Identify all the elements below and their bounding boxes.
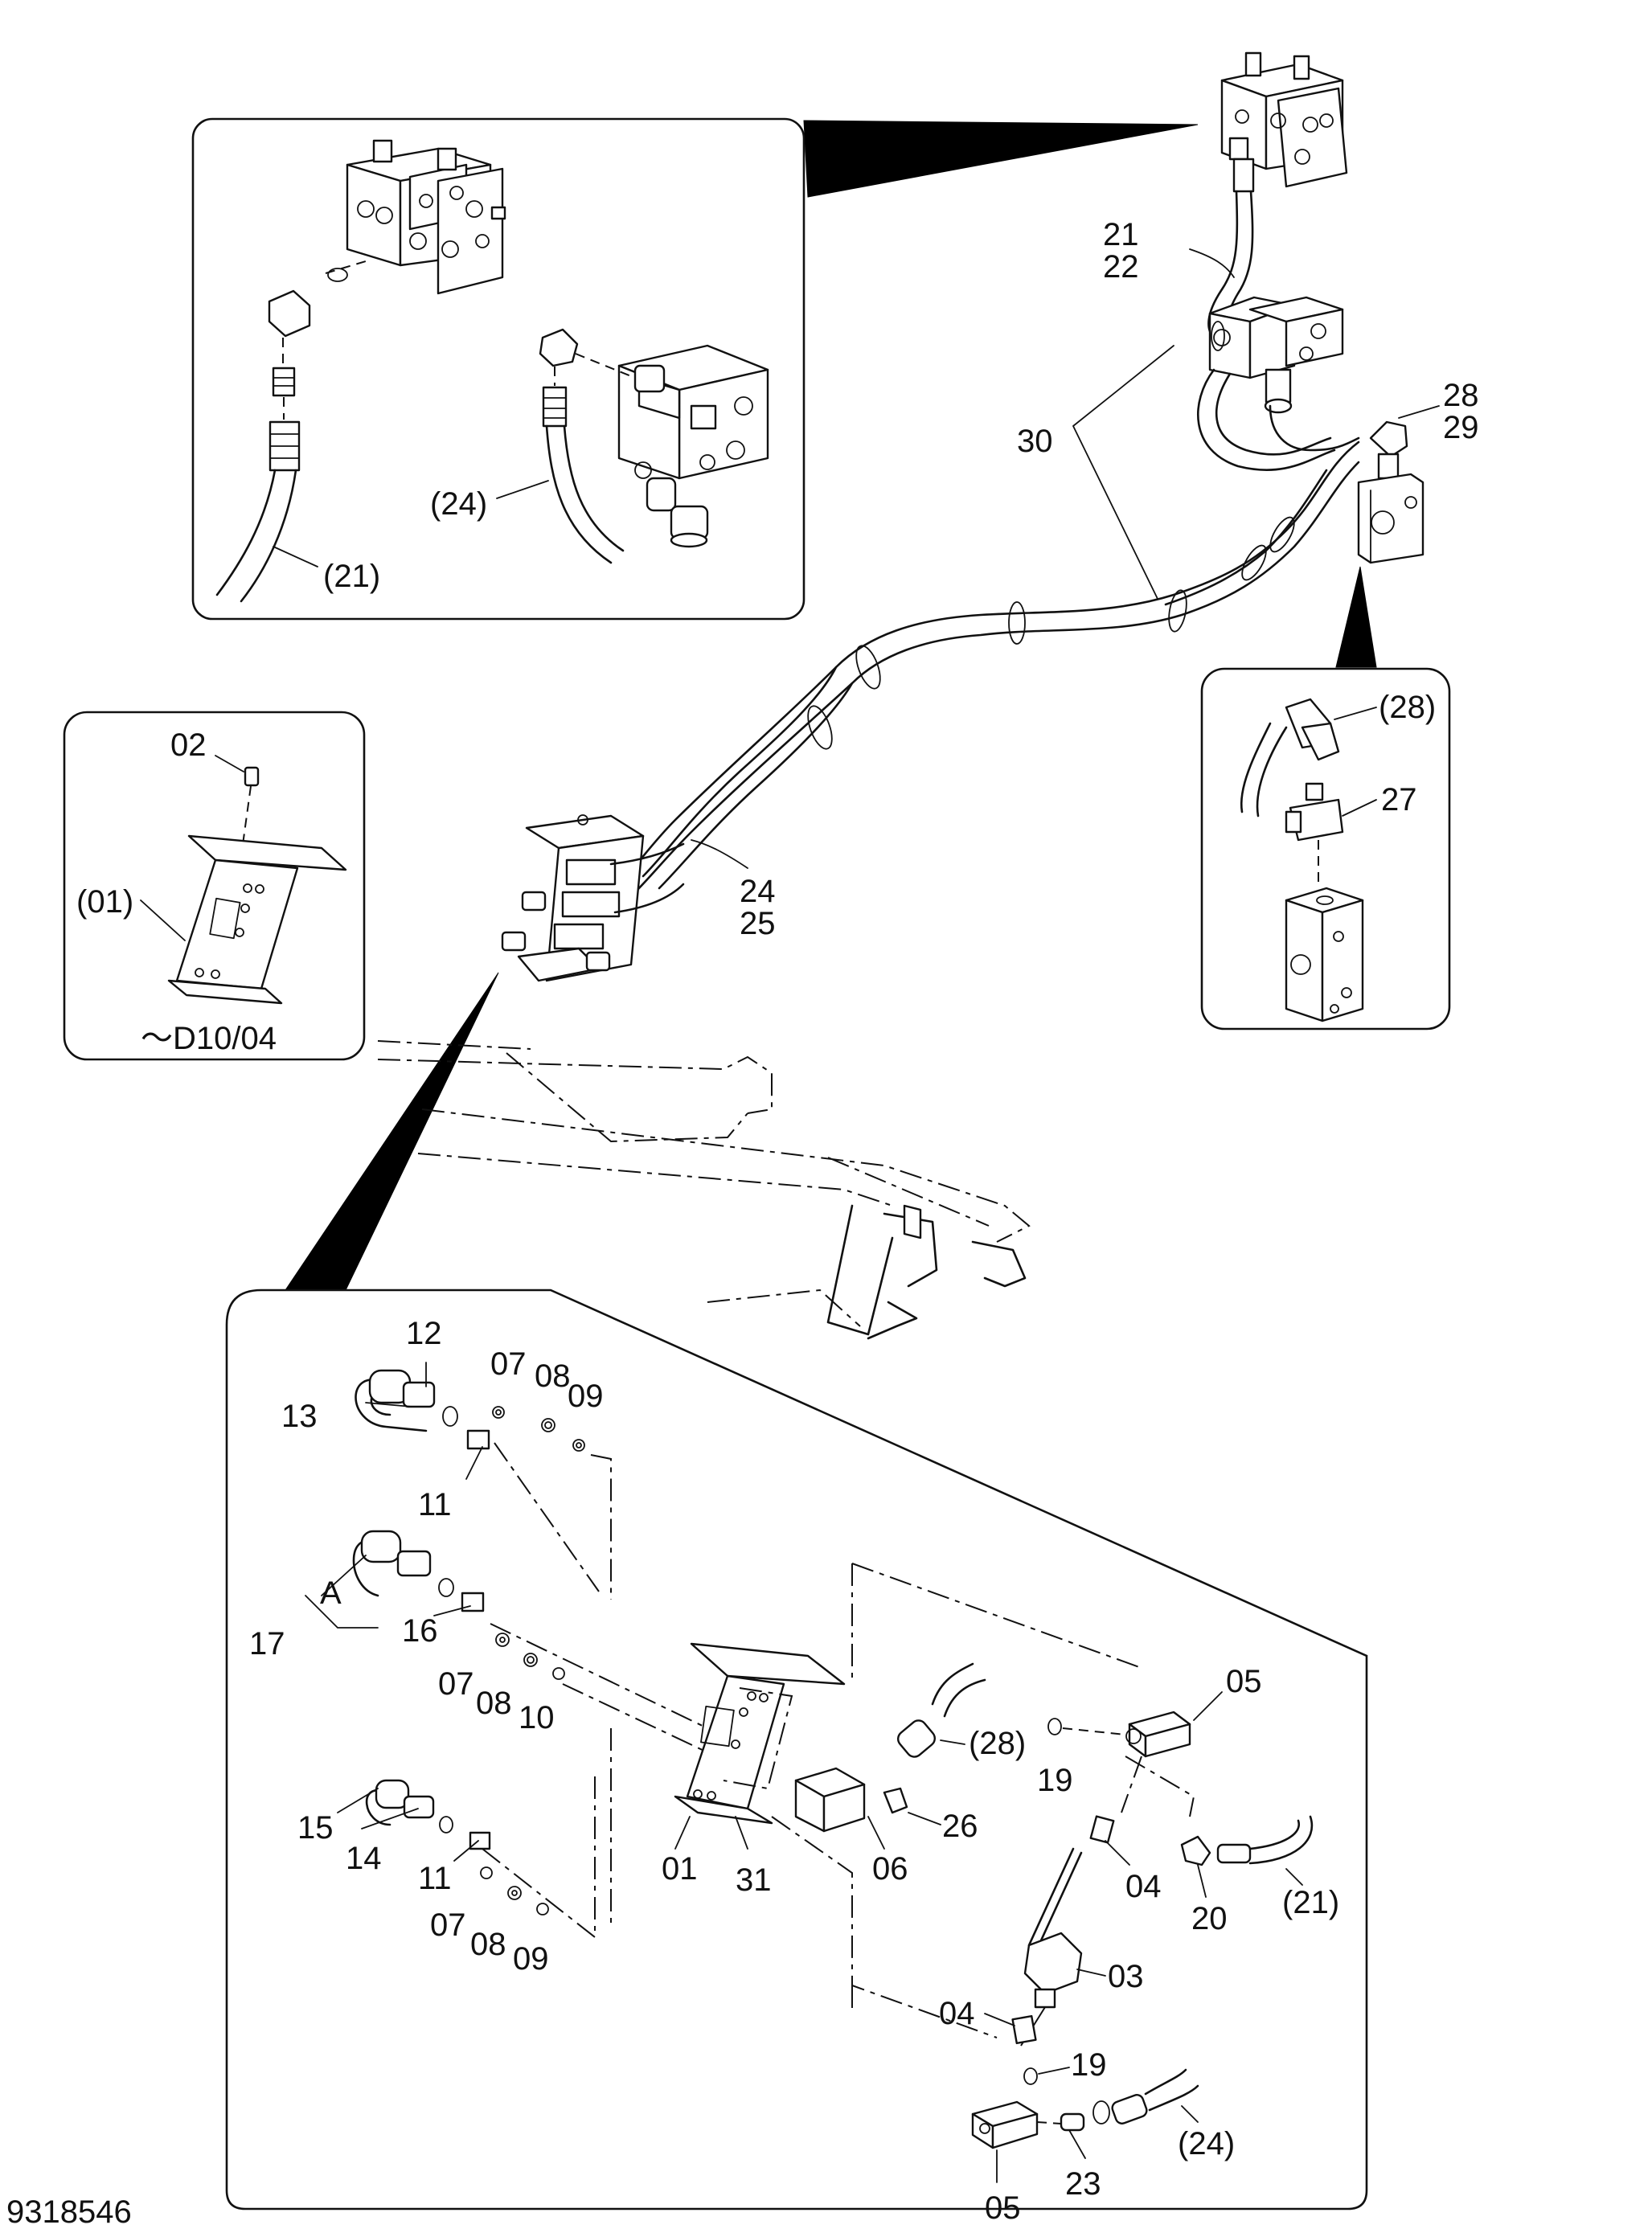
callout-d-09a: 09 [568,1379,604,1414]
callout-d-15: 15 [297,1810,334,1846]
callout-inset-c-28: (28) [1379,690,1436,725]
callout-d-07b: 07 [438,1666,474,1702]
callout-d-24: (24) [1178,2126,1235,2161]
callout-top-30: 30 [1017,424,1053,459]
callout-inset-b-ref: ～D10/04 [141,1021,277,1056]
callout-d-A: A [320,1575,342,1611]
callout-d-16: 16 [402,1613,438,1649]
callout-d-09c: 09 [513,1941,549,1977]
callout-d-17: 17 [249,1626,285,1661]
inset-c-frame [1200,667,1451,1030]
callout-top-22: 22 [1103,249,1139,285]
callout-top-25: 25 [740,906,776,941]
callout-d-28: (28) [969,1726,1026,1761]
callout-d-06: 06 [872,1851,908,1887]
inset-bracket: 02 (01) ～D10/04 [63,711,366,1061]
pointer-wedge-top [803,120,1199,198]
top-valve-block [1220,51,1348,188]
callout-top-28: 28 [1443,378,1479,413]
callout-d-04b: 04 [939,1996,975,2031]
callout-d-05b: 05 [985,2190,1021,2226]
callout-top-21: 21 [1103,217,1139,252]
inset-d-frame [225,1289,1368,2210]
valve-block-b [617,344,769,548]
callout-d-23: 23 [1065,2166,1101,2202]
callout-inset-b-02: 02 [170,727,207,763]
machine-frame-outline [377,1040,1031,1340]
callout-d-11a: 11 [418,1487,452,1522]
middle-valve-block [1208,296,1344,414]
callout-d-08c: 08 [470,1927,506,1962]
valve-block-a [346,139,506,295]
callout-d-01: 01 [662,1851,698,1887]
main-assembly: 21 22 30 28 29 24 25 [501,51,1479,982]
pointer-wedge-right [1335,566,1377,668]
callout-d-12: 12 [406,1316,442,1351]
callout-inset-c-27: 27 [1381,782,1417,817]
callout-d-11b: 11 [418,1861,452,1896]
callout-top-29: 29 [1443,410,1479,445]
callout-d-20: 20 [1191,1901,1228,1936]
callout-d-21: (21) [1282,1885,1339,1920]
callout-d-10: 10 [519,1700,555,1735]
callout-d-05a: 05 [1226,1664,1262,1699]
callout-d-14: 14 [346,1841,382,1876]
inset-control-valve: (24) (21) [191,117,806,621]
callout-d-26: 26 [942,1809,978,1844]
callout-d-08b: 08 [476,1686,512,1721]
callout-inset-b-01: (01) [76,884,133,920]
callout-d-19a: 19 [1037,1763,1073,1798]
callout-d-07a: 07 [490,1346,527,1382]
callout-d-31: 31 [736,1862,772,1898]
callout-top-24: 24 [740,874,776,909]
callout-d-19b: 19 [1071,2047,1107,2083]
callout-d-08a: 08 [535,1358,571,1394]
callout-d-04a: 04 [1125,1869,1162,1904]
callout-inset-a-24: (24) [430,486,487,522]
callout-d-13: 13 [281,1399,318,1434]
inset-exploded-view: 12 13 11 07 08 09 A 17 16 07 08 10 [225,1289,1368,2226]
callout-d-07c: 07 [430,1907,466,1943]
drawing-number: 9318546 [6,2194,132,2229]
inset-tee-fitting: (28) 27 [1200,667,1451,1030]
bracket-assembly [501,814,685,982]
callout-d-03: 03 [1108,1959,1144,1994]
callout-inset-a-21: (21) [323,559,380,594]
